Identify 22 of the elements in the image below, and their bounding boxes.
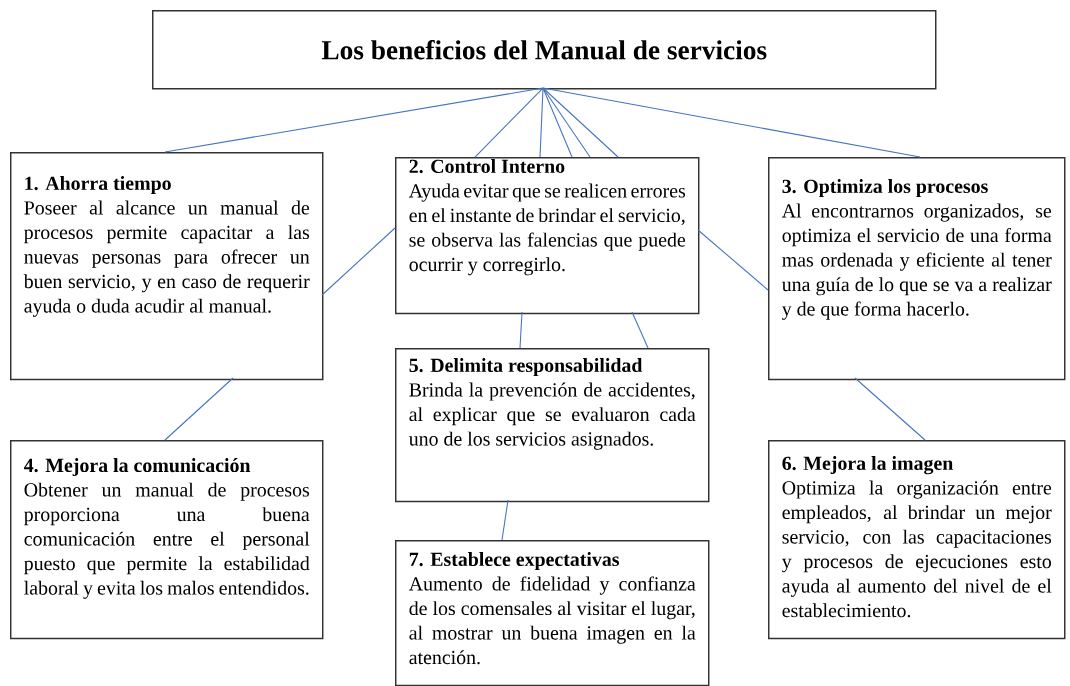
text-box: 5. Delimita responsabilidad Brinda la prevención de accidentes, al explicar que se evaluaron cada uno de los servicios asignados. xyxy=(395,348,710,503)
text-box: 7. Establece expectativas Aumento de fidelidad y confianza de los comensales al visitar el lugar, al mostrar un buena imagen en la atención. xyxy=(395,540,710,686)
text-box: 2. Control Interno Ayuda evitar que se realicen errores en el instante de brindar el servicio, se observa las falencias que puede ocurrir y corregirlo. xyxy=(395,157,700,315)
connector-line xyxy=(631,311,649,349)
connector-line xyxy=(164,377,234,441)
connector-line xyxy=(519,311,523,349)
connector-line xyxy=(854,377,926,441)
connector-line xyxy=(474,87,544,158)
text-box: 3. Optimiza los procesos Al encontrarnos organizados, se optimiza el servicio de una forma mas ordenada y eficiente al tener una guía de lo que se va a realizar y de que forma hacerlo. xyxy=(768,157,1066,381)
connector-line xyxy=(321,227,396,296)
text-box: 6. Mejora la imagen Optimiza la organización entre empleados, al brindar un mejor servicio, con las capacitaciones y procesos de ejecuciones esto ayuda al aumento del nivel de el establecimiento. xyxy=(768,440,1066,640)
connector-line xyxy=(542,87,591,158)
title-box: Los beneficios del Manual de servicios xyxy=(152,10,937,90)
text-box: 4. Mejora la comunicación Obtener un manual de procesos proporciona una buena comunicación entre el personal puesto que permite la estabilidad laboral y evita los malos entendidos. xyxy=(10,440,324,640)
connector-line xyxy=(501,499,509,541)
connector-line xyxy=(542,87,619,158)
connector-line xyxy=(542,87,921,158)
connector-line xyxy=(542,87,573,158)
connector-line xyxy=(164,87,544,153)
connector-line xyxy=(697,229,769,291)
connector-line xyxy=(539,87,544,158)
text-box: 1. Ahorra tiempo Poseer al alcance un manual de procesos permite capacitar a las nuevas personas para ofrecer un buen servicio, y en caso de requerir ayuda o duda acudir al manual. xyxy=(10,152,324,381)
